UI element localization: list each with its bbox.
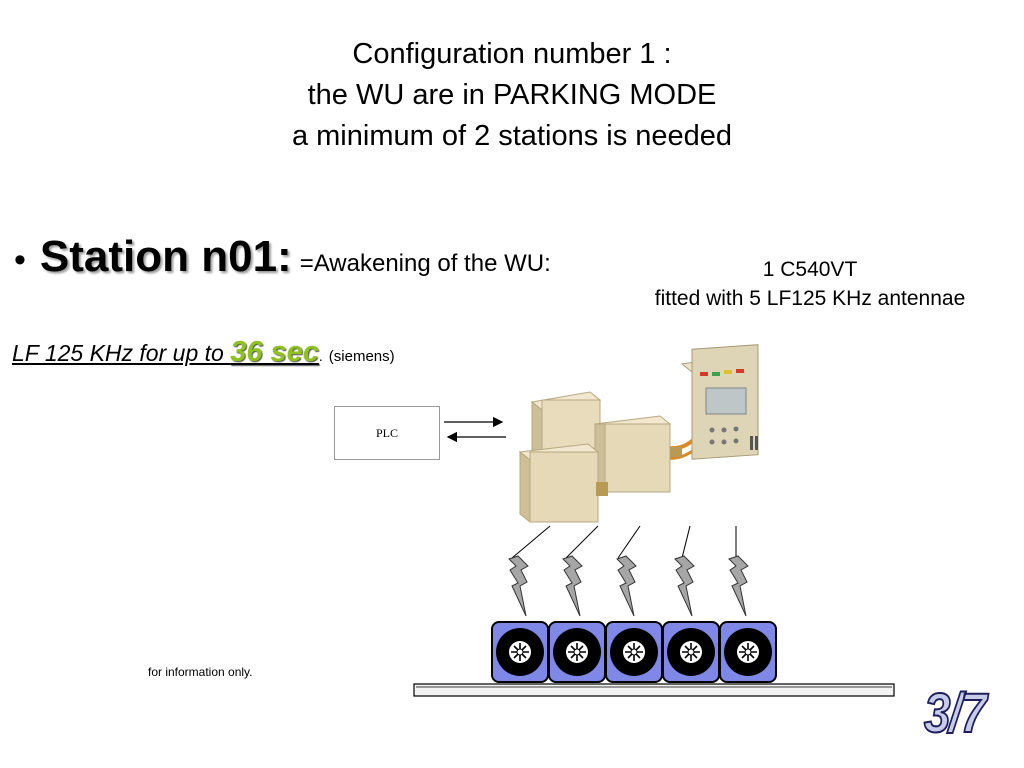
slide-title: Configuration number 1 : the WU are in P…: [0, 34, 1024, 157]
antenna-line-4: [681, 525, 691, 559]
wheel-icon: [548, 621, 606, 683]
lf-period: .: [318, 348, 323, 364]
antenna-line-2: [565, 525, 599, 559]
equipment-line-1: 1 C540VT: [762, 258, 858, 281]
wheel-icon: [491, 621, 549, 683]
plc-arrows: [444, 416, 506, 443]
parking-floor: [413, 683, 895, 697]
junction-box-front-icon: [518, 443, 608, 524]
lf-duration: 36 sec: [230, 336, 319, 368]
lightning-icon: [562, 555, 583, 617]
antenna-line-1: [511, 525, 551, 559]
lightning-icon: [674, 555, 695, 617]
title-line-2: the WU are in PARKING MODE: [307, 79, 717, 111]
wheel-units: [491, 621, 777, 683]
station-bullet: • Station n01: =Awakening of the WU:: [14, 232, 551, 282]
bullet-dot: •: [14, 241, 26, 279]
lf-signal-bolts: [508, 555, 749, 617]
antenna-lines: [511, 525, 737, 559]
wheel-icon: [719, 621, 777, 683]
station-role: =Awakening of the WU:: [299, 250, 551, 277]
junction-box-right-icon: [593, 415, 682, 494]
lightning-icon: [508, 555, 529, 617]
lightning-icon: [728, 555, 749, 617]
page-number: 3/7: [923, 680, 987, 745]
lf-note: (siemens): [328, 348, 395, 365]
lightning-icon: [616, 555, 637, 617]
equipment-illustration: [518, 344, 759, 524]
lf-duration-line: LF 125 KHz for up to 36 sec. (siemens): [12, 336, 395, 369]
controller-c540vt-icon: [680, 344, 759, 460]
wheel-icon: [605, 621, 663, 683]
title-line-3: a minimum of 2 stations is needed: [291, 120, 733, 152]
info-note: for information only.: [148, 665, 253, 679]
antenna-line-3: [617, 525, 641, 559]
title-line-1: Configuration number 1 :: [352, 38, 672, 70]
equipment-line-2: fitted with 5 LF125 KHz antennae: [654, 287, 966, 310]
equipment-description: 1 C540VT fitted with 5 LF125 KHz antenna…: [600, 255, 1020, 313]
plc-label: PLC: [375, 425, 398, 440]
lf-text: LF 125 KHz for up to: [12, 340, 231, 366]
plc-box: PLC: [334, 406, 440, 460]
wheel-icon: [662, 621, 720, 683]
station-heading: Station n01:: [39, 232, 292, 281]
